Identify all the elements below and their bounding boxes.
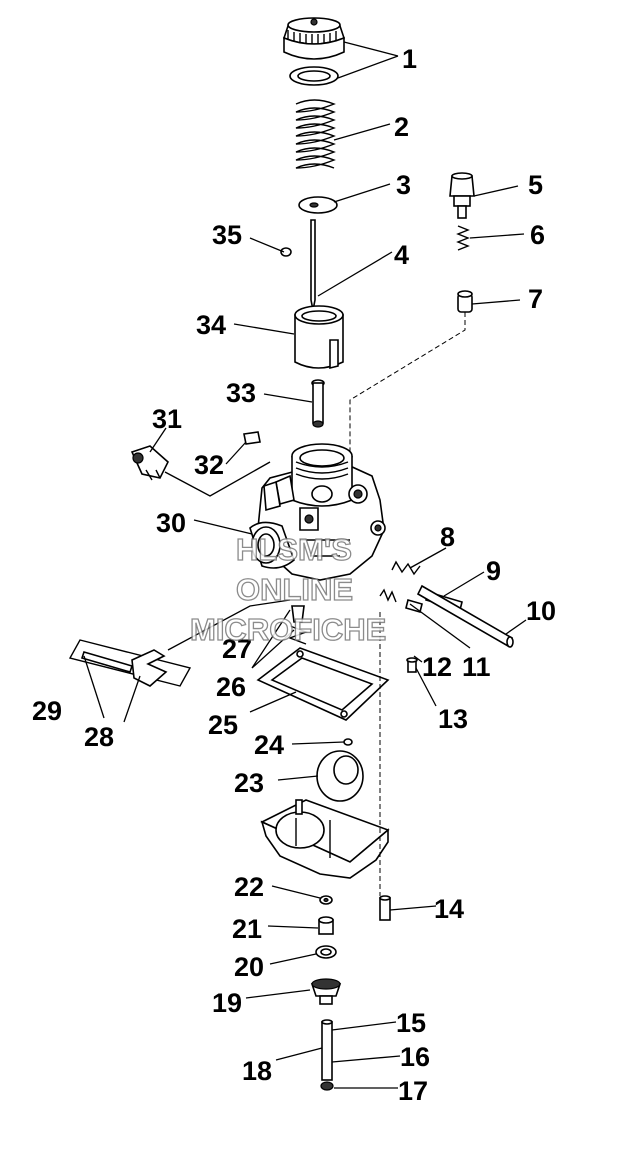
part-tube bbox=[321, 1019, 333, 1081]
callout-32: 32 bbox=[194, 450, 224, 480]
part-float-pin bbox=[343, 738, 353, 746]
part-float-needle bbox=[288, 605, 308, 645]
callout-11: 11 bbox=[462, 652, 491, 682]
part-washer-17 bbox=[320, 1081, 334, 1091]
callout-1: 1 bbox=[402, 44, 417, 74]
part-gasket-22 bbox=[319, 895, 333, 905]
callout-numbers: 1 2 3 4 5 6 7 8 9 10 11 12 13 14 15 16 1… bbox=[32, 44, 556, 1106]
callout-18: 18 bbox=[242, 1056, 272, 1086]
part-bracket bbox=[68, 639, 192, 687]
callout-7: 7 bbox=[528, 284, 543, 314]
callout-35: 35 bbox=[212, 220, 242, 250]
callout-16: 16 bbox=[400, 1042, 430, 1072]
part-float bbox=[316, 750, 364, 802]
callout-10: 10 bbox=[526, 596, 556, 626]
part-clip-plate bbox=[298, 196, 338, 214]
callout-4: 4 bbox=[394, 240, 409, 270]
callout-27: 27 bbox=[222, 634, 252, 664]
callout-19: 19 bbox=[212, 988, 242, 1018]
part-washer-plug bbox=[457, 290, 473, 313]
callout-17: 17 bbox=[398, 1076, 428, 1106]
part-small-spring bbox=[456, 225, 470, 251]
leader-lines bbox=[83, 41, 527, 1089]
part-spring bbox=[295, 99, 336, 169]
watermark-line-1: HLSM'S bbox=[236, 532, 352, 567]
callout-8: 8 bbox=[440, 522, 455, 552]
callout-15: 15 bbox=[396, 1008, 426, 1038]
part-screw-14 bbox=[379, 895, 391, 921]
callout-14: 14 bbox=[434, 894, 464, 924]
part-main-air-jet bbox=[405, 599, 423, 613]
part-drain-plug bbox=[310, 978, 342, 1005]
part-adjuster-screw bbox=[449, 172, 475, 219]
callout-5: 5 bbox=[528, 170, 543, 200]
callout-26: 26 bbox=[216, 672, 246, 702]
callout-31: 31 bbox=[152, 404, 182, 434]
callout-23: 23 bbox=[234, 768, 264, 798]
part-needle bbox=[310, 219, 316, 311]
part-screw-13 bbox=[406, 657, 418, 673]
watermark-line-3: MICROFICHE bbox=[190, 612, 386, 647]
part-main-jet bbox=[318, 916, 334, 935]
callout-34: 34 bbox=[196, 310, 226, 340]
part-throttle-slide bbox=[294, 305, 344, 370]
callout-3: 3 bbox=[396, 170, 411, 200]
callout-6: 6 bbox=[530, 220, 545, 250]
callout-28: 28 bbox=[84, 722, 114, 752]
callout-20: 20 bbox=[234, 952, 264, 982]
part-o-ring bbox=[315, 945, 337, 959]
part-float-bowl bbox=[260, 799, 390, 879]
callout-12: 12 bbox=[422, 652, 452, 682]
part-screw-32 bbox=[243, 431, 261, 445]
part-throttle-sensor bbox=[130, 445, 169, 481]
callout-29: 29 bbox=[32, 696, 62, 726]
callout-25: 25 bbox=[208, 710, 238, 740]
part-carburetor-body bbox=[249, 443, 386, 581]
part-choke-rod bbox=[416, 584, 514, 648]
part-needle-jet bbox=[311, 379, 325, 428]
part-gasket bbox=[256, 647, 390, 721]
part-e-clip bbox=[280, 247, 292, 257]
watermark: HLSM'S ONLINE MICROFICHE bbox=[189, 531, 387, 647]
callout-24: 24 bbox=[254, 730, 284, 760]
callout-2: 2 bbox=[394, 112, 409, 142]
callout-33: 33 bbox=[226, 378, 256, 408]
watermark-line-2: ONLINE bbox=[236, 572, 353, 607]
part-cap bbox=[283, 17, 345, 86]
callout-21: 21 bbox=[232, 914, 262, 944]
callout-22: 22 bbox=[234, 872, 264, 902]
part-jet-spring bbox=[379, 588, 397, 603]
callout-13: 13 bbox=[438, 704, 468, 734]
callout-9: 9 bbox=[486, 556, 501, 586]
callout-30: 30 bbox=[156, 508, 186, 538]
